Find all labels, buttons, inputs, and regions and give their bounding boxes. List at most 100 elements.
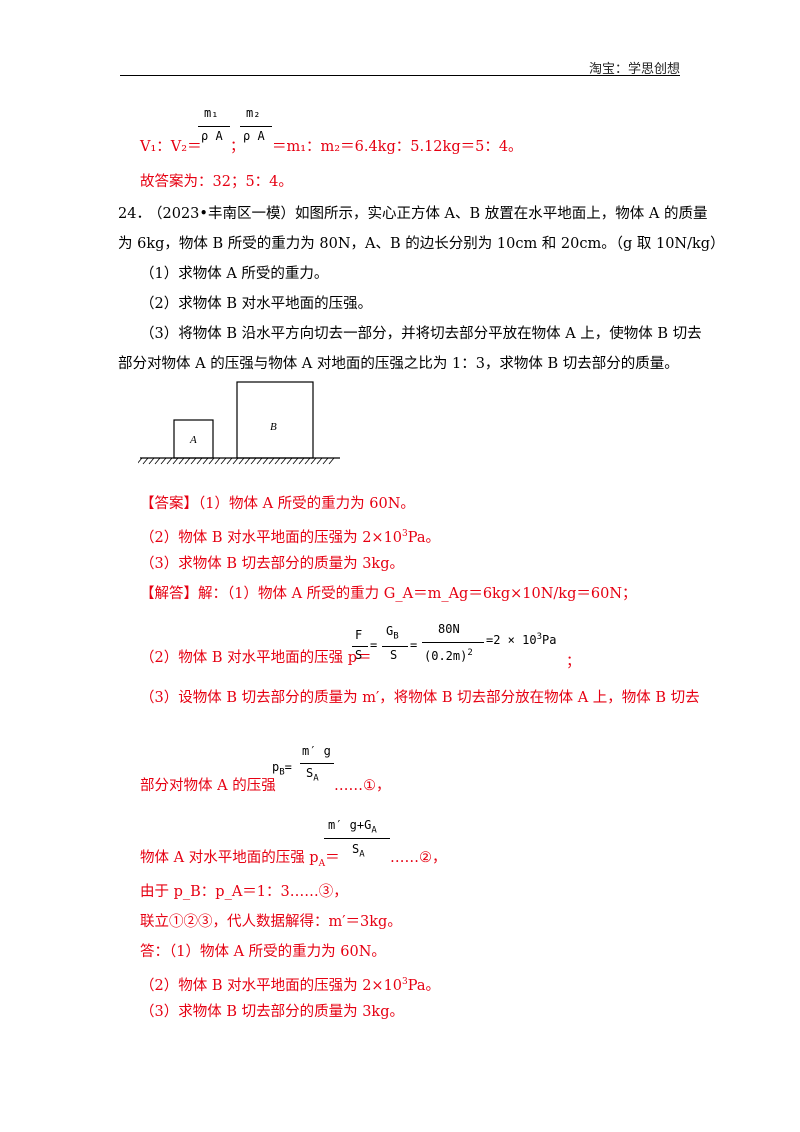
solution-s2-text: （2）物体 B 对水平地面的压强 p＝ xyxy=(140,650,372,666)
s2-f2-den: S xyxy=(390,648,398,662)
hatch-mark xyxy=(190,457,197,465)
hatch-mark xyxy=(154,457,161,465)
s2-result: =2 × 103Pa xyxy=(486,632,556,647)
solution-s7: 联立①②③，代人数据解得：m′＝3kg。 xyxy=(140,914,402,930)
frac2-bar xyxy=(240,126,272,127)
s5-num-main: m′ g+G xyxy=(328,818,372,832)
s2-result-unit: Pa xyxy=(542,633,557,647)
s2-result-exp: 3 xyxy=(536,632,542,642)
hatch-mark xyxy=(184,457,191,465)
ratio-sep: ； xyxy=(230,139,245,155)
hatch-mark xyxy=(172,457,179,465)
s4-num: m′ g xyxy=(302,744,331,758)
hatch-mark xyxy=(226,457,233,465)
solution-ans2: （2）物体 B 对水平地面的压强为 2×103Pa。 xyxy=(140,972,440,996)
s4-tail: ……①， xyxy=(334,778,391,794)
ground-hatch xyxy=(138,457,335,465)
s2-end: ； xyxy=(566,654,581,670)
s2-f3-den-sup: 2 xyxy=(467,648,473,658)
hatch-mark xyxy=(280,457,287,465)
header-text: 淘宝：学思创想 xyxy=(588,62,680,77)
frac2-denominator: ρ A xyxy=(243,129,265,143)
s4-lhs-sub: B xyxy=(279,767,285,778)
hatch-mark xyxy=(148,457,155,465)
hatch-mark xyxy=(250,457,257,465)
s5-den: SA xyxy=(352,842,365,859)
hatch-mark xyxy=(214,457,221,465)
prev-conclusion: 故答案为：32；5：4。 xyxy=(140,174,293,190)
solution-s3: （3）设物体 B 切去部分的质量为 m′，将物体 B 切去部分放在物体 A 上，… xyxy=(140,690,700,706)
solution-s1: 解：（1）物体 A 所受的重力 G_A＝m_Ag＝6kg×10N/kg＝60N； xyxy=(198,586,637,602)
answer-a2-exp: 3 xyxy=(402,529,408,539)
s2-f2-num-main: G xyxy=(386,624,394,638)
frac1-bar xyxy=(198,126,230,127)
solution-tag: 【解答】 xyxy=(140,586,198,602)
s2-f1-bar xyxy=(352,646,368,647)
hatch-mark xyxy=(292,457,299,465)
ratio-suffix: ＝m₁：m₂＝6.4kg：5.12kg＝5：4。 xyxy=(272,139,523,155)
hatch-mark xyxy=(166,457,173,465)
answer-a1: （1）物体 A 所受的重力为 60N。 xyxy=(198,496,415,512)
hatch-mark xyxy=(142,457,149,465)
hatch-mark xyxy=(268,457,275,465)
hatch-mark xyxy=(178,457,185,465)
s4-den: SA xyxy=(306,766,319,783)
s2-f3-den: (0.2m)2 xyxy=(424,648,473,663)
cubes-figure: A B xyxy=(138,381,340,465)
hatch-mark xyxy=(286,457,293,465)
s5-eq: ＝ xyxy=(325,850,340,866)
ratio-prefix: V₁：V₂＝ xyxy=(140,139,202,155)
s4-den-main: S xyxy=(306,766,314,780)
hatch-mark xyxy=(316,457,323,465)
hatch-mark xyxy=(262,457,269,465)
question-part1: （1）求物体 A 所受的重力。 xyxy=(140,266,329,282)
hatch-mark xyxy=(310,457,317,465)
s5-bar xyxy=(324,838,390,839)
solution-ans2-pre: （2）物体 B 对水平地面的压强为 2×10 xyxy=(140,977,403,994)
hatch-mark xyxy=(196,457,203,465)
answer-a2-post: Pa。 xyxy=(407,529,441,546)
s4-lhs-main: p xyxy=(272,760,280,774)
solution-line1: 【解答】解：（1）物体 A 所受的重力 G_A＝m_Ag＝6kg×10N/kg＝… xyxy=(140,584,637,604)
answer-line3: （3）求物体 B 切去部分的质量为 3kg。 xyxy=(140,556,405,572)
s2-f2-num-sub: B xyxy=(393,631,399,642)
hatch-mark xyxy=(232,457,239,465)
solution-ans1: 答：（1）物体 A 所受的重力为 60N。 xyxy=(140,944,386,960)
question-part2: （2）求物体 B 对水平地面的压强。 xyxy=(140,296,373,312)
hatch-mark xyxy=(298,457,305,465)
s5-den-main: S xyxy=(352,842,360,856)
s2-f3-num: 80N xyxy=(438,622,460,636)
hatch-mark xyxy=(138,457,143,464)
hatch-mark xyxy=(328,457,335,465)
solution-s4-text: 部分对物体 A 的压强 xyxy=(140,778,276,794)
s2-f3-bar xyxy=(422,642,484,643)
s5-sub: A xyxy=(318,858,326,869)
s4-den-sub: A xyxy=(313,773,319,784)
s2-f2-num: GB xyxy=(386,624,399,641)
solution-s6: 由于 p_B：p_A＝1：3……③， xyxy=(140,884,348,900)
s2-f3-den-main: (0.2m) xyxy=(424,649,468,663)
header-divider xyxy=(120,75,680,76)
s2-f1-den: S xyxy=(355,648,363,662)
question-number: 24． xyxy=(118,206,151,222)
s4-bar xyxy=(300,763,334,764)
frac1-denominator: ρ A xyxy=(201,129,223,143)
s5-den-sub: A xyxy=(359,849,365,860)
s4-lhs: pB= xyxy=(272,760,292,778)
cube-b xyxy=(236,381,314,459)
s5-text-main: 物体 A 对水平地面的压强 p xyxy=(140,850,319,866)
hatch-mark xyxy=(220,457,227,465)
solution-ans2-exp: 3 xyxy=(402,977,408,987)
hatch-mark xyxy=(322,457,329,465)
s5-num: m′ g+GA xyxy=(328,818,377,835)
s2-eq1: = xyxy=(370,638,378,652)
question-line1: （2023•丰南区一模）如图所示，实心正方体 A、B 放置在水平地面上，物体 A… xyxy=(148,206,708,222)
hatch-mark xyxy=(304,457,311,465)
s2-f2-bar xyxy=(382,646,408,647)
frac1-numerator: m₁ xyxy=(204,106,219,120)
s2-f1-num: F xyxy=(355,628,363,642)
s2-eq2: = xyxy=(410,638,418,652)
hatch-mark xyxy=(256,457,263,465)
hatch-mark xyxy=(238,457,245,465)
hatch-mark xyxy=(160,457,167,465)
